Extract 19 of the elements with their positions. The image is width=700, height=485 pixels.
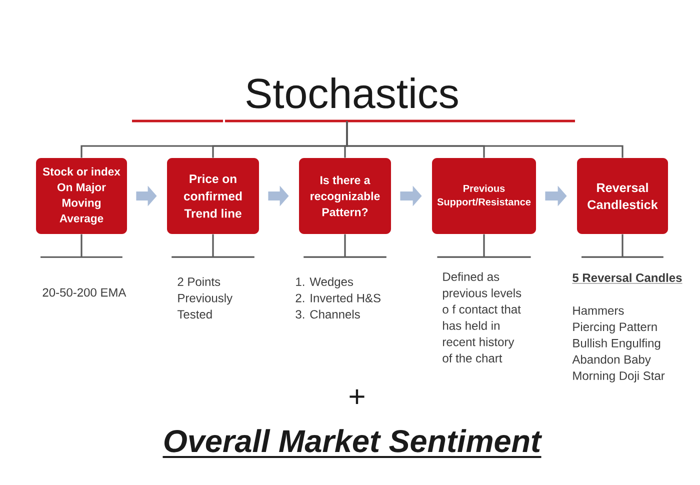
- tee-connector: [436, 233, 532, 258]
- process-box: Stock or index On Major Moving Average: [36, 158, 127, 234]
- tee-connector: [302, 233, 388, 258]
- heading-text: Overall Market Sentiment: [162, 429, 542, 458]
- note-text: 20-50-200 EMA: [42, 288, 126, 297]
- title-text: Stochastics: [246, 78, 458, 108]
- note-text: 2 Points Previously Tested: [177, 277, 233, 319]
- numbered-list: 1. Wedges 2. Inverted H&S 3. Channels: [296, 277, 380, 319]
- tee-connector: [40, 233, 124, 258]
- list-text: 5 Reversal Candles Hammers Piercing Pattern Bullish Engulfing Abandon Baby Morning Doji Star: [572, 273, 682, 382]
- note-text: Defined as previous levels o f contact that has held in recent history of the chart: [442, 272, 522, 362]
- tee-connector: [170, 233, 256, 258]
- process-box: Price on confirmed Trend line: [167, 158, 259, 234]
- tee-connector: [580, 233, 664, 258]
- plus-sign: +: [350, 389, 364, 404]
- process-box: Previous Support/Resistance: [432, 158, 536, 234]
- tree-connector: [346, 121, 624, 158]
- process-box: Is there a recognizable Pattern?: [299, 158, 391, 234]
- process-box: Reversal Candlestick: [577, 158, 668, 234]
